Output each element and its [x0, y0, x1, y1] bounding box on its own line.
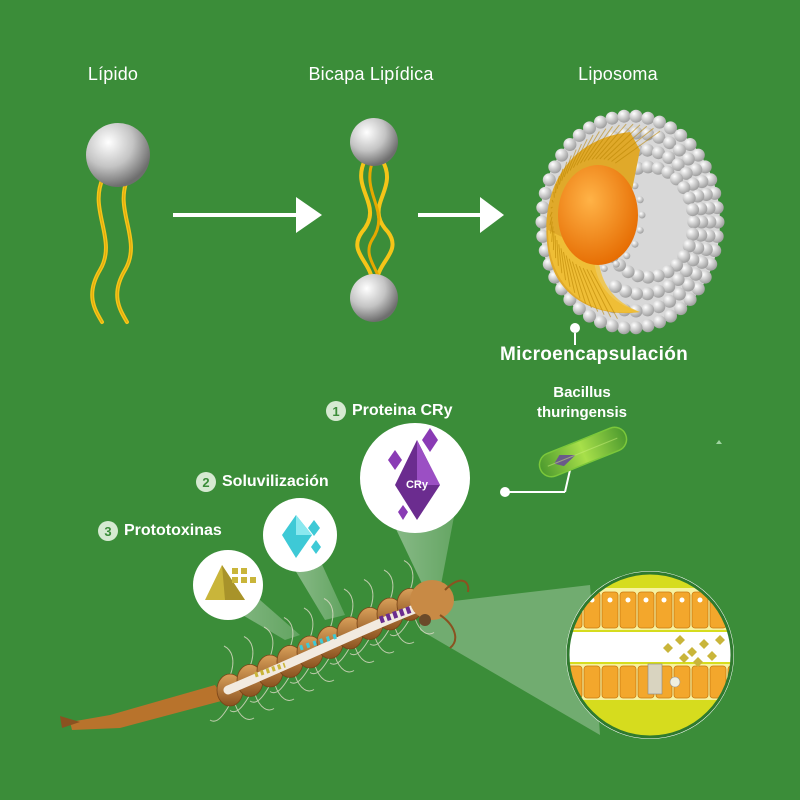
step-1-number: 1 [326, 401, 346, 421]
bilayer-top-head-icon [350, 118, 398, 166]
bacillus-label-line2: thuringensis [537, 404, 628, 421]
step-1: 1 Proteina CRy [326, 401, 452, 421]
lipid-head-icon [86, 123, 150, 187]
lipid-icon [86, 123, 150, 324]
larva-icon [60, 560, 470, 730]
microencapsulation-label: Microencapsulación [500, 344, 689, 365]
step-2: 2 Soluvilización [196, 472, 329, 492]
liposome-core-icon [558, 165, 638, 265]
bacillus-icon [500, 426, 628, 497]
step-2-label: Soluvilización [222, 473, 329, 490]
bilayer-icon [350, 118, 398, 322]
bilayer-bottom-head-icon [350, 274, 398, 322]
prototoxin-icon [193, 550, 263, 620]
bilayer-label: Bicapa Lipídica [308, 64, 434, 84]
solubilized-crystal-icon [263, 498, 337, 572]
liposome-label: Liposoma [578, 64, 658, 84]
bacillus-label-line1: Bacillus [553, 384, 611, 401]
step-2-number: 2 [196, 472, 216, 492]
cry-crystal-icon [360, 423, 470, 533]
arrow-right-icon [173, 197, 322, 233]
step-3-label: Prototoxinas [124, 522, 222, 539]
step-3: 3 Prototoxinas [98, 521, 222, 541]
bacillus-label: Bacillus thuringensis [537, 383, 627, 423]
arrow-right-icon [418, 197, 504, 233]
liposome-icon [535, 109, 725, 345]
step-3-number: 3 [98, 521, 118, 541]
lipid-label: Lípido [87, 64, 139, 84]
step-1-label: Proteina CRy [352, 402, 453, 419]
